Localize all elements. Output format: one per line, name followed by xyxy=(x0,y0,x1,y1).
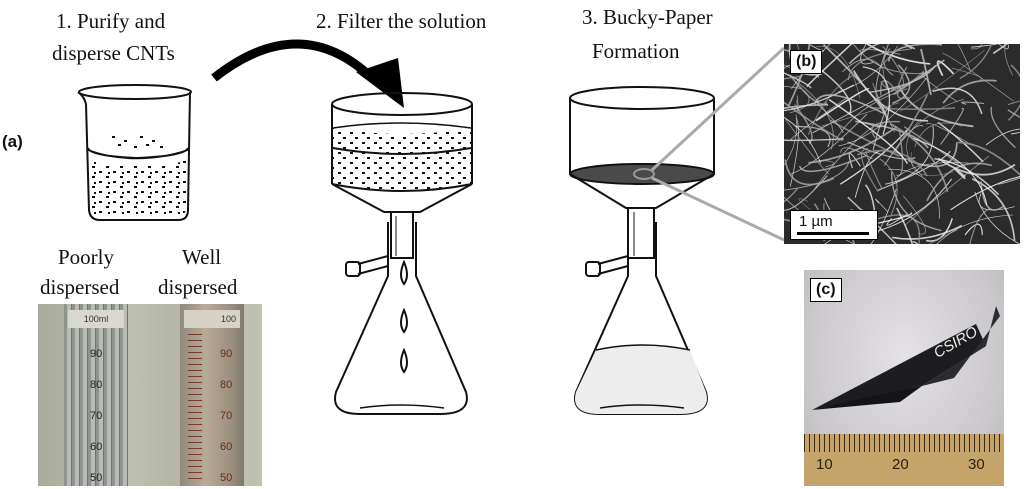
well-dispersed-cylinder: 100 90 80 70 60 50 xyxy=(180,304,244,486)
pour-arrow-icon xyxy=(211,39,404,108)
graduation-mark: 90 xyxy=(220,348,233,360)
drop-icon xyxy=(400,259,408,374)
ruler-number: 10 xyxy=(816,456,833,473)
left-cylinder-volume: 100ml xyxy=(83,314,109,324)
scale-bar xyxy=(797,232,869,235)
step3-title-line1: 3. Bucky-Paper xyxy=(582,5,713,29)
ruler: 10 20 30 xyxy=(804,434,1004,486)
filter-funnel-icon xyxy=(331,92,473,259)
paper-plane-icon xyxy=(812,306,1000,410)
right-cylinder-volume: 100 xyxy=(220,314,236,324)
nanotube-network xyxy=(784,44,1020,244)
well-dispersed-line2: dispersed xyxy=(158,275,238,299)
graduation-mark: 80 xyxy=(220,379,233,391)
cylinders-photo: 100ml 90 80 70 60 50 100 90 80 70 60 50 xyxy=(38,304,262,486)
zoom-callout xyxy=(633,46,786,242)
panel-b-label: (b) xyxy=(790,50,823,74)
well-dispersed-line1: Well xyxy=(182,245,222,269)
step1-title-line1: 1. Purify and xyxy=(56,9,166,33)
ruler-number: 20 xyxy=(892,456,909,473)
poorly-dispersed-line2: dispersed xyxy=(40,275,120,299)
buckypaper-funnel-icon xyxy=(569,86,715,259)
scale-bar-label: 1 µm xyxy=(799,213,833,230)
poorly-dispersed-cylinder: 100ml 90 80 70 60 50 xyxy=(64,304,128,486)
graduation-mark: 60 xyxy=(90,441,103,453)
collection-flask-icon xyxy=(574,222,708,415)
flask-icon xyxy=(334,222,468,415)
panel-a-label: (a) xyxy=(2,132,23,151)
beaker-icon xyxy=(77,84,192,221)
graduation-mark: 80 xyxy=(90,379,103,391)
scale-bar-box: 1 µm xyxy=(790,210,878,240)
graduation-mark: 70 xyxy=(90,410,103,422)
step1-title-line2: disperse CNTs xyxy=(52,41,175,65)
graduation-mark: 50 xyxy=(90,472,103,484)
graduation-mark: 90 xyxy=(90,348,103,360)
step3-title-line2: Formation xyxy=(592,39,680,63)
step2-title: 2. Filter the solution xyxy=(316,9,487,33)
sem-image: (b) 1 µm xyxy=(784,44,1020,244)
graduation-mark: 50 xyxy=(220,472,233,484)
panel-c-label: (c) xyxy=(810,278,842,302)
graduation-mark: 70 xyxy=(220,410,233,422)
graduation-mark: 60 xyxy=(220,441,233,453)
ruler-number: 30 xyxy=(968,456,985,473)
poorly-dispersed-line1: Poorly xyxy=(58,245,115,269)
